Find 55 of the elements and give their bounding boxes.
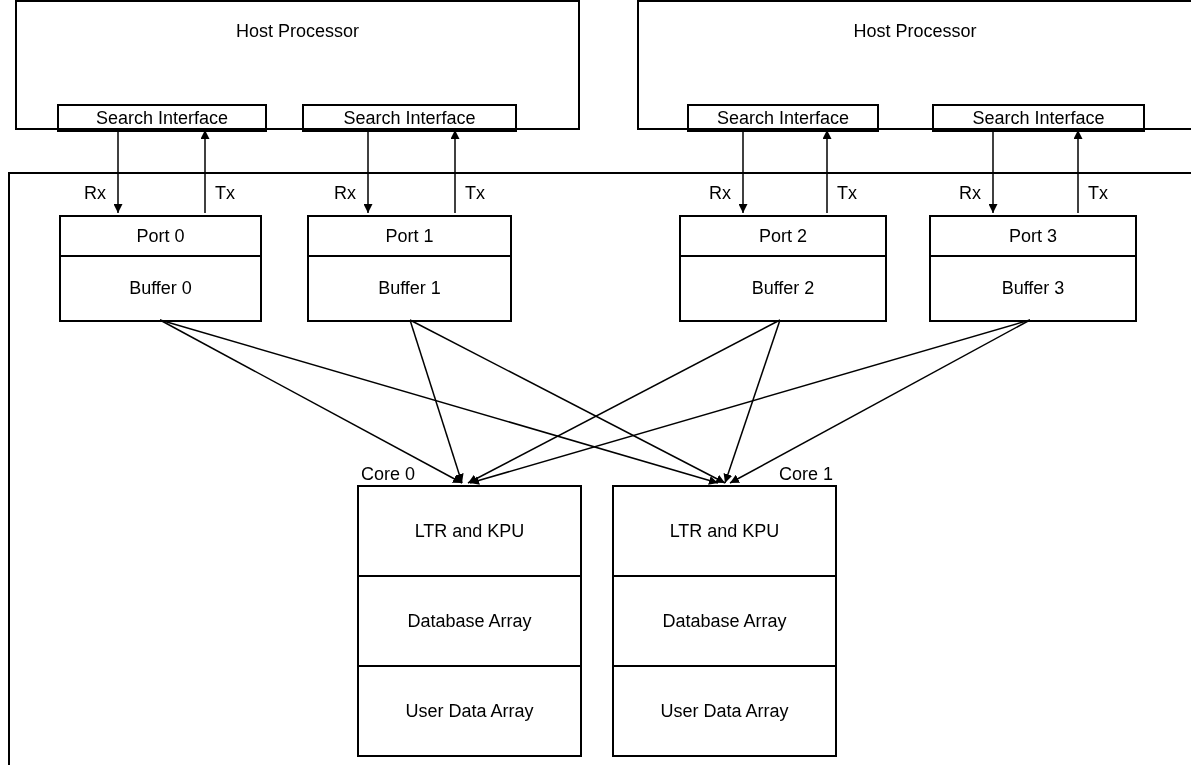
box-title: Host Processor: [235, 20, 359, 43]
core-title: Core 1: [778, 464, 833, 484]
section-label: User Data Array: [405, 699, 534, 723]
port-label: Port 0: [136, 224, 185, 248]
arrow: [723, 319, 781, 484]
arrow: [729, 319, 1031, 484]
port-label: Port 3: [1009, 224, 1057, 248]
interface-box: [932, 104, 1145, 132]
section-label: User Data Array: [660, 699, 789, 723]
arrow: [200, 129, 210, 214]
arrow: [409, 319, 726, 484]
arrow: [467, 319, 781, 484]
arrow: [738, 129, 748, 214]
host-processor-box: [637, 0, 1191, 130]
port-buffer-box: [679, 215, 887, 322]
arrow: [1073, 129, 1083, 214]
arrow: [988, 129, 998, 214]
core-title: Core 0: [361, 464, 416, 484]
arrow: [159, 319, 463, 484]
edge-label: Tx: [215, 183, 235, 203]
edge-label: Rx: [959, 183, 981, 203]
edge-label: Rx: [334, 183, 356, 203]
arrow: [450, 129, 460, 214]
buffer-label: Buffer 1: [378, 277, 441, 300]
box-label: Search Interface: [972, 106, 1105, 130]
buffer-label: Buffer 3: [1001, 277, 1065, 300]
edge-label: Rx: [709, 183, 731, 203]
interface-box: [57, 104, 267, 132]
buffer-label: Buffer 2: [751, 277, 815, 300]
box-label: Search Interface: [343, 106, 476, 130]
arrow: [113, 129, 123, 214]
buffer-label: Buffer 0: [129, 277, 192, 300]
arrow: [363, 129, 373, 214]
edge-label: Tx: [1088, 183, 1108, 203]
port-buffer-box: [929, 215, 1137, 322]
port-buffer-box: [59, 215, 262, 322]
section-label: LTR and KPU: [414, 519, 525, 543]
arrow: [822, 129, 832, 214]
arrow: [409, 319, 464, 484]
host-processor-box: [15, 0, 580, 130]
interface-box: [302, 104, 517, 132]
section-label: LTR and KPU: [669, 519, 780, 543]
port-label: Port 2: [759, 224, 807, 248]
edge-label: Tx: [465, 183, 485, 203]
box-label: Search Interface: [716, 106, 850, 130]
port-label: Port 1: [385, 224, 434, 248]
box-label: Search Interface: [95, 106, 229, 130]
section-label: Database Array: [407, 609, 532, 633]
interface-box: [687, 104, 879, 132]
section-label: Database Array: [662, 609, 787, 633]
port-buffer-box: [307, 215, 512, 322]
box-title: Host Processor: [853, 20, 977, 43]
edge-label: Tx: [837, 183, 857, 203]
arrow: [159, 319, 719, 485]
edge-label: Rx: [84, 183, 106, 203]
